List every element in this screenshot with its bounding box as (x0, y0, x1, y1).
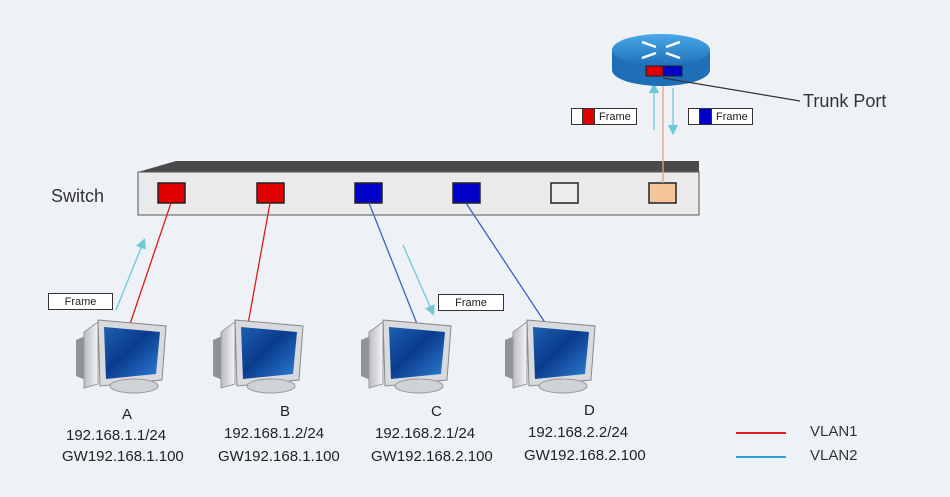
router-trunk-port-vlan2 (662, 65, 683, 77)
link-a (129, 202, 172, 325)
switch-port-1[interactable] (157, 182, 186, 204)
host-b-id: B (280, 403, 291, 420)
link-b (247, 202, 271, 325)
link-c (368, 202, 418, 325)
host-d-ip: 192.168.2.2/24 (528, 424, 629, 441)
host-c-id: C (431, 403, 442, 420)
host-d-gw: GW192.168.2.100 (524, 447, 646, 464)
links (129, 78, 664, 325)
switch-ports (157, 182, 677, 204)
legend-vlan2-line (736, 456, 786, 458)
router-trunk-port-vlan1 (645, 65, 664, 77)
host-c-gw: GW192.168.2.100 (371, 448, 493, 465)
link-d (465, 202, 547, 325)
switch-port-trunk[interactable] (648, 182, 677, 204)
host-b-ip: 192.168.1.2/24 (224, 425, 325, 442)
switch (137, 161, 700, 216)
frame-box-c: Frame (438, 294, 504, 311)
host-a-ip: 192.168.1.1/24 (66, 427, 167, 444)
switch-port-3[interactable] (354, 182, 383, 204)
vlan2-tag (699, 109, 712, 124)
host-a-gw: GW192.168.1.100 (62, 448, 184, 465)
switch-port-4[interactable] (452, 182, 481, 204)
frame-box-tagged-vlan2: Frame (688, 108, 753, 125)
frame-arrows (115, 82, 679, 316)
host-a-id: A (122, 406, 133, 423)
arrow-a-up (115, 238, 146, 311)
legend-vlan2-label: VLAN2 (810, 447, 858, 464)
host-c-ip: 192.168.2.1/24 (375, 425, 476, 442)
vlan1-tag (582, 109, 595, 124)
computer-d-icon[interactable] (505, 319, 596, 394)
host-b-gw: GW192.168.1.100 (218, 448, 340, 465)
trunk-port-pointer (662, 77, 801, 102)
frame-box-tagged-vlan1: Frame (571, 108, 637, 125)
legend-vlan1-line (736, 432, 786, 434)
router (612, 34, 801, 102)
switch-label: Switch (51, 186, 105, 206)
frame-box-a: Frame (48, 293, 113, 310)
trunk-port-label: Trunk Port (803, 91, 887, 111)
legend-vlan1-label: VLAN1 (810, 423, 858, 440)
computer-c-icon[interactable] (361, 319, 452, 394)
switch-port-2[interactable] (256, 182, 285, 204)
computer-b-icon[interactable] (213, 319, 304, 394)
arrow-c-down (402, 244, 435, 316)
computer-a-icon[interactable] (76, 319, 167, 394)
switch-port-5[interactable] (550, 182, 579, 204)
router-arrows-icon (641, 40, 681, 60)
host-d-id: D (584, 402, 595, 419)
